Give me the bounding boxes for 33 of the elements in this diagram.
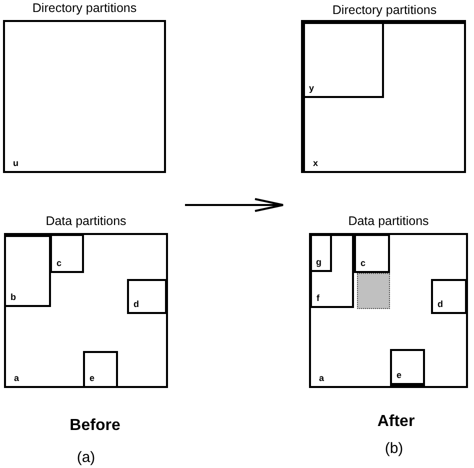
partition-label: a [319, 374, 324, 383]
partition-label: f [316, 294, 320, 302]
subfigure-label: (a) [76, 450, 96, 465]
partition-label: g [316, 258, 322, 267]
partition-label: y [309, 84, 314, 93]
panel-heading: Data partitions [46, 215, 126, 228]
partition-box [430, 278, 466, 314]
partition-box [309, 233, 332, 272]
partition-box [310, 234, 354, 308]
caption-label: After [377, 414, 415, 430]
subfigure-label: (b) [384, 441, 404, 456]
partition-label: c [360, 258, 366, 268]
partition-box [4, 232, 50, 306]
partition-label: x [313, 159, 318, 168]
partition-box [302, 22, 384, 98]
panel-heading: Directory partitions [32, 2, 137, 14]
caption-label: Before [70, 418, 120, 434]
partition-box [390, 348, 424, 386]
partition-label: b [10, 292, 16, 302]
partition-label: e [90, 374, 95, 382]
shaded-box [356, 272, 390, 308]
panel-heading: Directory partitions [332, 4, 437, 16]
partition-box [126, 278, 166, 314]
partition-label: c [56, 258, 62, 268]
partition-box [354, 234, 390, 272]
partition-label: d [438, 300, 443, 308]
partition-box [82, 350, 118, 388]
partition-box [50, 234, 84, 272]
partition-label: d [134, 300, 139, 308]
panel-heading: Data partitions [348, 215, 429, 228]
partition-label: a [14, 374, 20, 383]
partition-label: e [396, 370, 402, 380]
partition-label: u [13, 159, 18, 168]
